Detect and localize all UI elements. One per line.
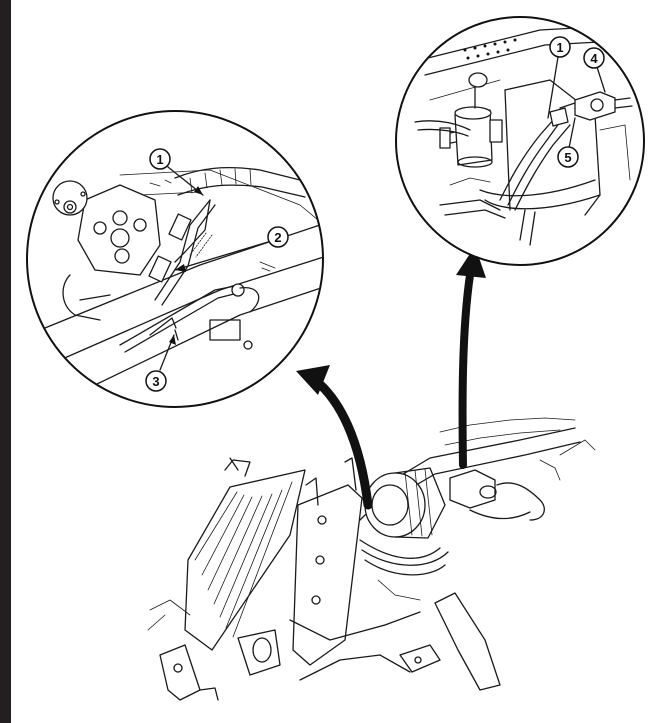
page-edge-bar bbox=[0, 0, 11, 723]
right-detail-view bbox=[395, 16, 645, 266]
leader-line-5-right bbox=[568, 117, 576, 149]
callout-2-left: 2 bbox=[267, 226, 289, 248]
main-assembly-view bbox=[147, 417, 596, 701]
callout-label: 1 bbox=[556, 40, 563, 55]
callout-label: 4 bbox=[590, 51, 598, 66]
pointer-arrows bbox=[296, 246, 486, 510]
callout-4-right: 4 bbox=[583, 47, 605, 69]
callout-label: 1 bbox=[156, 152, 163, 167]
leader-line-2-left bbox=[174, 241, 269, 271]
leader-line-4-right bbox=[596, 66, 606, 93]
left-detail-view bbox=[26, 110, 324, 408]
callout-label: 3 bbox=[152, 374, 159, 389]
callout-5-right: 5 bbox=[557, 146, 579, 168]
callout-label: 2 bbox=[274, 230, 281, 245]
panel-hole-grid bbox=[463, 38, 517, 60]
callout-label: 5 bbox=[564, 150, 571, 165]
left-arrowhead bbox=[296, 365, 330, 395]
leader-line-1-right bbox=[547, 56, 559, 119]
callout-3-left: 3 bbox=[145, 370, 167, 392]
callout-1-right: 1 bbox=[549, 36, 571, 58]
right-arrowhead bbox=[456, 246, 486, 278]
callout-1-left: 1 bbox=[149, 148, 171, 170]
